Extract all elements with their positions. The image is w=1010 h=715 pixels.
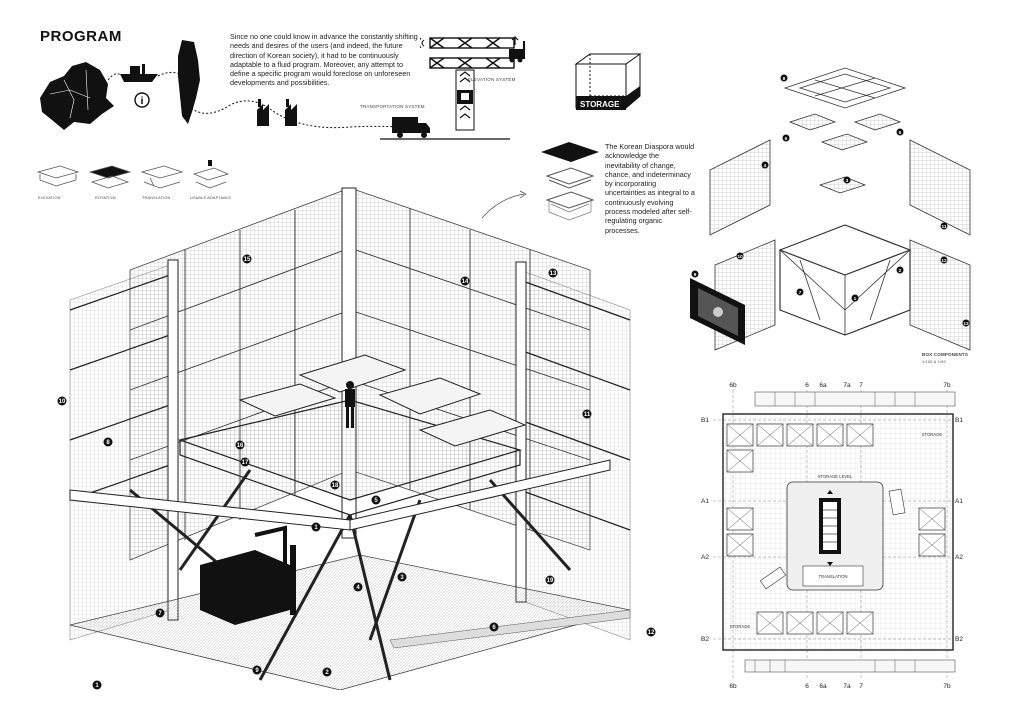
link-arrow — [481, 190, 527, 219]
callout-9: 9 — [255, 668, 259, 674]
caption-usable: USABLE ADAPTABLE — [190, 196, 232, 200]
exp-callout-5: 5 — [899, 130, 902, 136]
storage-box-icon — [574, 53, 642, 110]
axis-row-a2-right: A2 — [955, 554, 963, 561]
callout-15: 15 — [244, 257, 251, 263]
callout-6: 6 — [492, 625, 496, 631]
forklift-icon — [509, 36, 525, 63]
callout-19: 19 — [547, 578, 554, 584]
exp-callout-4: 4 — [764, 163, 767, 169]
manhattan-map-icon — [178, 40, 200, 124]
storage-label: STORAGE — [580, 100, 620, 109]
callout-1a: 1 — [314, 525, 318, 531]
floor-plan: 6b 6 6a 7a 7 7b 6b 6 6a 7a 7 7b B1 A1 A2… — [701, 382, 963, 690]
exp-callout-2: 2 — [899, 268, 902, 274]
axis-row-a1-left: A1 — [701, 498, 709, 505]
plan-room-label-3: STORAGE — [730, 624, 751, 629]
ship-icon — [120, 64, 158, 82]
caption-translation: TRANSLATION — [142, 196, 171, 200]
callout-14: 14 — [462, 279, 469, 285]
callout-3: 3 — [400, 575, 404, 581]
callout-2: 2 — [325, 670, 329, 676]
callout-4: 4 — [356, 585, 360, 591]
axis-row-b2-left: B2 — [701, 636, 709, 643]
ground-line — [380, 138, 510, 140]
intro-paragraph: Since no one could know in advance the c… — [230, 32, 418, 88]
platform-variants — [36, 160, 230, 189]
axis-col-6a-bottom: 6a — [819, 683, 827, 690]
main-axonometric — [69, 187, 631, 690]
axis-row-b2-right: B2 — [955, 636, 963, 643]
axis-col-6b-bottom: 6b — [729, 683, 737, 690]
program-maps: i — [40, 40, 200, 130]
plan-room-label-1: STORAGE — [922, 432, 943, 437]
transportation-label: TRANSPORTATION SYSTEM — [360, 104, 425, 109]
axis-col-7b-top: 7b — [943, 382, 951, 389]
callout-12: 12 — [648, 630, 655, 636]
exp-callout-11: 11 — [941, 224, 946, 230]
callout-10: 10 — [59, 399, 66, 405]
exp-callout-13: 13 — [963, 321, 969, 327]
truck-icon — [392, 117, 430, 138]
callout-5: 5 — [374, 498, 378, 504]
callout-18: 18 — [332, 483, 339, 489]
callout-16: 16 — [237, 443, 244, 449]
axis-col-6-bottom: 6 — [805, 683, 809, 690]
axis-col-6-top: 6 — [805, 382, 809, 389]
axis-col-7-top: 7 — [859, 382, 863, 389]
factory-icon — [257, 99, 297, 126]
exp-callout-10: 10 — [737, 254, 743, 260]
forklift-silhouette-icon — [200, 525, 296, 625]
info-icon: i — [134, 92, 150, 108]
exp-callout-7: 7 — [799, 290, 802, 296]
exploded-isometric: 8 6 5 3 4 2 1 7 9 10 11 12 13 — [690, 67, 971, 351]
person-silhouette-icon — [345, 381, 355, 428]
crane-icon — [420, 37, 515, 131]
main-callouts: 15 13 14 10 8 11 16 17 5 18 1 4 3 9 7 6 … — [57, 254, 656, 690]
axis-col-7-bottom: 7 — [859, 683, 863, 690]
axis-col-7b-bottom: 7b — [943, 683, 951, 690]
exp-callout-9: 9 — [694, 272, 697, 278]
callout-8: 8 — [106, 440, 110, 446]
seoul-map-icon — [40, 62, 114, 130]
callout-11: 11 — [584, 412, 591, 418]
caption-elevation: ELEVATION — [38, 196, 61, 200]
axis-row-b1-left: B1 — [701, 417, 709, 424]
photo-thumbnail-icon — [690, 278, 745, 345]
plan-room-label-2: TRANSLATION — [818, 574, 847, 579]
callout-7: 7 — [158, 611, 162, 617]
axis-row-a2-left: A2 — [701, 554, 709, 561]
diaspora-paragraph: The Korean Diaspora would acknowledge th… — [605, 142, 695, 235]
elevation-label: ELEVATION SYSTEM — [468, 77, 516, 82]
caption-rotation: ROTATION — [95, 196, 116, 200]
axis-col-6b-top: 6b — [729, 382, 737, 389]
box-components-scale: 1/100 & 1/50 — [922, 360, 946, 364]
axis-row-b1-right: B1 — [955, 417, 963, 424]
axis-col-7a-top: 7a — [843, 382, 851, 389]
exp-callout-12: 12 — [941, 258, 947, 264]
plan-label-storage-level: STORAGE LEVEL — [818, 474, 853, 479]
callout-1b: 1 — [95, 683, 99, 689]
exploded-platform — [541, 142, 599, 221]
axis-row-a1-right: A1 — [955, 498, 963, 505]
exp-callout-6: 6 — [785, 136, 788, 142]
info-icon-letter: i — [141, 96, 144, 107]
exp-callout-3: 3 — [846, 178, 849, 184]
axis-col-6a-top: 6a — [819, 382, 827, 389]
box-components-label: BOX COMPONENTS — [922, 352, 969, 357]
page-title: PROGRAM — [40, 28, 122, 45]
axis-col-7a-bottom: 7a — [843, 683, 851, 690]
callout-17: 17 — [242, 460, 249, 466]
callout-13: 13 — [550, 271, 557, 277]
exp-callout-8: 8 — [783, 76, 786, 82]
exp-callout-1: 1 — [854, 296, 857, 302]
